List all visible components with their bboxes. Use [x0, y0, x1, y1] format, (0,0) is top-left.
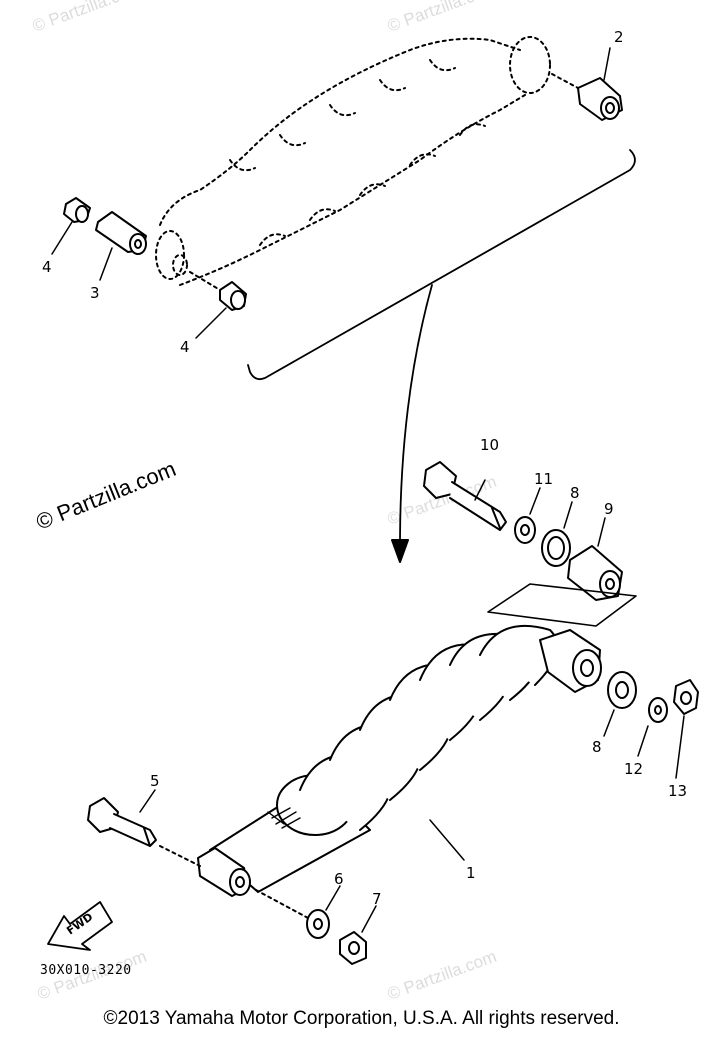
- connection-arrow: [391, 284, 433, 563]
- part-7-nut: [339, 905, 377, 965]
- diagram-part-code: 30X010-3220: [40, 963, 132, 978]
- part-10-bolt: [423, 461, 507, 531]
- part-6-washer: [255, 885, 341, 939]
- fwd-direction-arrow: [47, 901, 113, 951]
- callout-11: 11: [534, 470, 553, 488]
- part-11-washer: [514, 487, 541, 544]
- part-2-bushing: [551, 73, 623, 121]
- group-bracket: [247, 149, 636, 381]
- callout-5: 5: [150, 772, 160, 790]
- callout-12: 12: [624, 760, 643, 778]
- watermark-faint: © Partzilla.com: [385, 0, 499, 36]
- placement-box: [487, 583, 637, 627]
- callout-13: 13: [668, 782, 687, 800]
- part-3-collar: [95, 211, 147, 255]
- callout-8b: 8: [592, 738, 602, 756]
- part-13-nut: [673, 679, 699, 779]
- part-8-seal-upper: [541, 501, 573, 567]
- callout-10: 10: [480, 436, 499, 454]
- part-4-bushing-upper: [63, 197, 91, 223]
- callout-9: 9: [604, 500, 614, 518]
- callout-6: 6: [334, 870, 344, 888]
- part-1-rear-shock-absorber: [197, 624, 602, 897]
- callout-8a: 8: [570, 484, 580, 502]
- watermark-faint: © Partzilla.com: [30, 0, 144, 36]
- part-9-collar: [567, 517, 623, 601]
- callout-4b: 4: [180, 338, 190, 356]
- part-8-seal-lower: [603, 671, 637, 737]
- callout-4a: 4: [42, 258, 52, 276]
- watermark-faint: © Partzilla.com: [385, 947, 499, 1004]
- part-12-washer: [637, 697, 668, 757]
- part-4-bushing-lower: [189, 271, 247, 311]
- callouts: 2 3 4 4 10 11 8 9 5 1 8 12 13 6 7: [42, 28, 687, 908]
- callout-1: 1: [466, 864, 476, 882]
- callout-3: 3: [90, 284, 100, 302]
- shock-phantom-outline: [155, 36, 551, 286]
- part-5-bolt: [87, 789, 201, 867]
- callout-7: 7: [372, 890, 382, 908]
- copyright-notice: ©2013 Yamaha Motor Corporation, U.S.A. A…: [103, 1008, 620, 1029]
- watermark-main: © Partzilla.com: [33, 456, 180, 535]
- callout-2: 2: [614, 28, 624, 46]
